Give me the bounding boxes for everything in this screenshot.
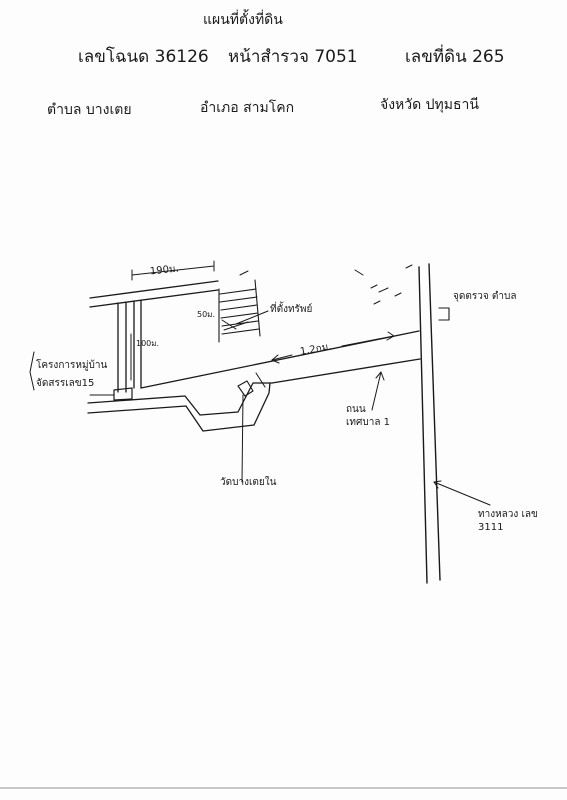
temple-label: วัดบางเตยใน bbox=[220, 477, 277, 488]
property-stairs bbox=[219, 288, 260, 335]
village-project-label: โครงการหมู่บ้าน bbox=[36, 360, 108, 371]
highway-edge bbox=[428, 263, 441, 581]
lower-road-edge bbox=[87, 382, 271, 432]
temple-pointer bbox=[241, 394, 244, 483]
depth-label: 100ม. bbox=[136, 339, 160, 348]
local-road-pointer bbox=[371, 371, 382, 411]
temple-marker bbox=[237, 380, 254, 397]
deed-number: เลขโฉนด 36126 bbox=[78, 47, 209, 67]
junction-mark bbox=[255, 372, 266, 388]
village-subdivision-label: จัดสรรเลข15 bbox=[36, 378, 95, 389]
stray-marks bbox=[239, 264, 413, 305]
highway-edge bbox=[418, 266, 428, 584]
land-number: เลขที่ดิน 265 bbox=[405, 47, 505, 67]
village-label-bracket bbox=[29, 351, 35, 391]
highway-arrow-head bbox=[433, 480, 442, 489]
survey-page-number: หน้าสำรวจ 7051 bbox=[228, 47, 358, 67]
local-road-arrow-head bbox=[375, 371, 385, 381]
checkpoint-marker bbox=[438, 307, 450, 321]
village-gate-marker bbox=[113, 387, 133, 401]
highway-pointer bbox=[433, 481, 491, 506]
width-dimension-line bbox=[131, 265, 215, 276]
stair-dimension-label: 50ม. bbox=[197, 310, 215, 319]
property-pointer bbox=[235, 310, 269, 325]
distance-arrow-heads bbox=[271, 331, 395, 364]
map-title: แผนที่ตั้งที่ดิน bbox=[203, 12, 283, 28]
province-label: จังหวัด ปทุมธานี bbox=[380, 97, 479, 113]
width-dimension-ticks bbox=[131, 260, 215, 281]
district-label: อำเภอ สามโคก bbox=[200, 100, 295, 116]
local-road-label: ถนนเทศบาล 1 bbox=[346, 404, 390, 428]
top-lane-edge bbox=[89, 280, 219, 299]
scan-edge-line bbox=[0, 787, 567, 789]
top-lane-edge bbox=[89, 289, 219, 308]
highway-label: ทางหลวง เลข 3111 bbox=[478, 509, 538, 533]
lower-road-edge bbox=[87, 382, 273, 416]
property-mark bbox=[221, 319, 249, 331]
checkpoint-label: จุดตรวจ ตำบล bbox=[453, 291, 517, 302]
main-road-edge bbox=[271, 358, 421, 384]
subdistrict-label: ตำบล บางเตย bbox=[47, 102, 132, 118]
property-label: ที่ตั้งทรัพย์ bbox=[270, 304, 313, 315]
distance-arrow-line bbox=[271, 335, 395, 361]
